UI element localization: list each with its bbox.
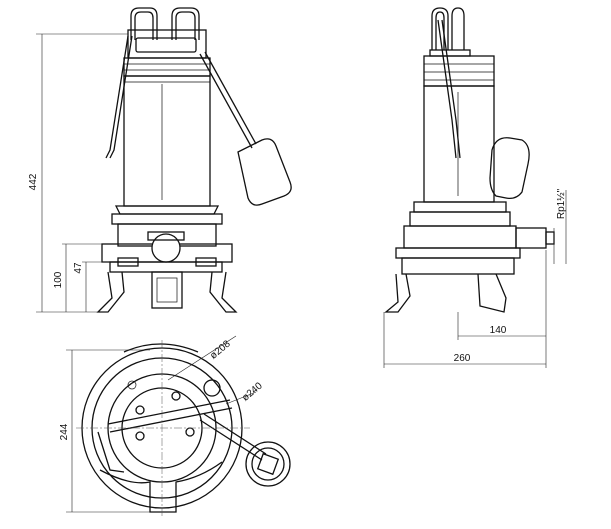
dim-442: 442 <box>28 173 39 190</box>
dim-244: 244 <box>59 423 70 440</box>
front-view <box>96 7 292 313</box>
dim-140: 140 <box>490 325 507 336</box>
side-dimensions: Rp1½" 140 260 <box>383 188 567 368</box>
dim-d208: ø208 <box>208 338 233 361</box>
top-view <box>76 340 291 518</box>
dim-47: 47 <box>73 262 84 274</box>
dim-260: 260 <box>454 353 471 364</box>
dim-d240: ø240 <box>240 380 265 403</box>
dim-100: 100 <box>53 271 64 288</box>
dim-rp1: Rp1½" <box>556 188 567 219</box>
front-dimensions: 442 100 47 <box>28 33 128 313</box>
side-view <box>384 7 555 313</box>
